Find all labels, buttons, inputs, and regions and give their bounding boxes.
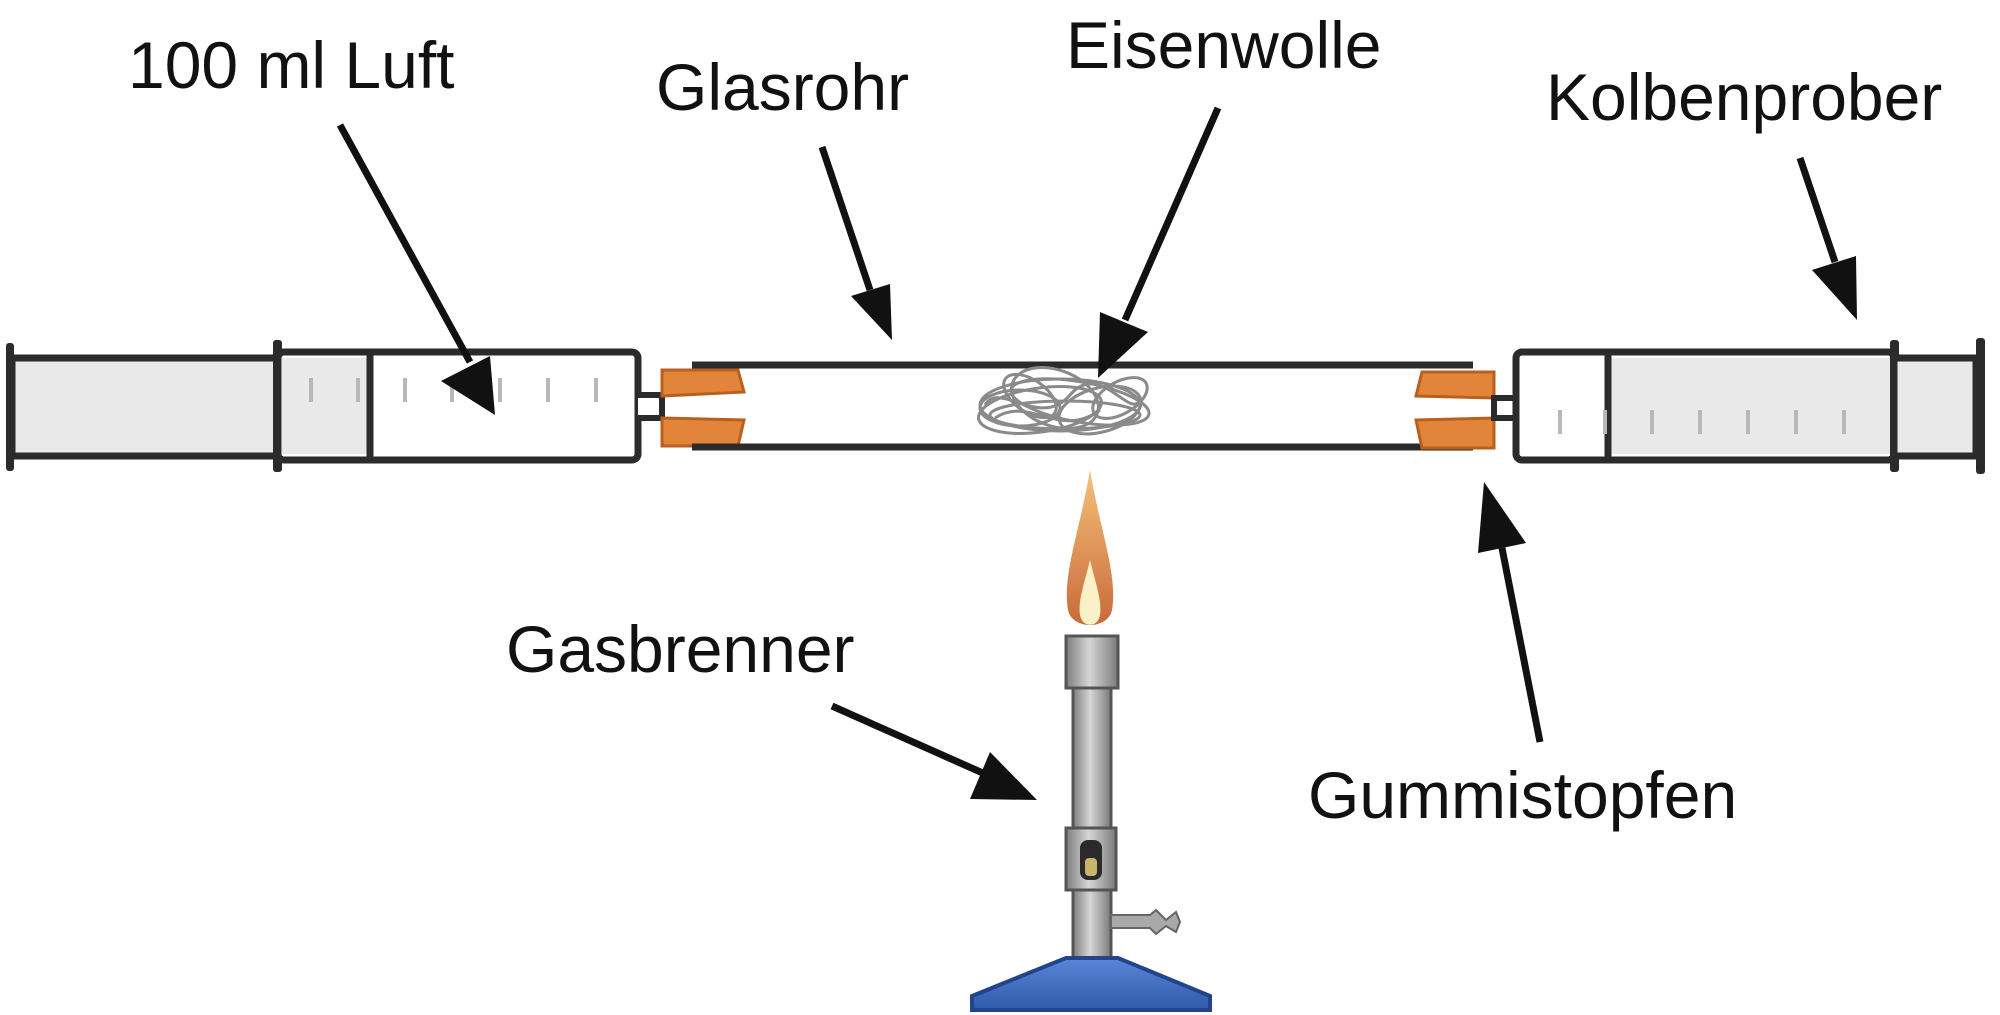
- right-plunger-inside: [1608, 358, 1890, 454]
- label-glass-tube: Glasrohr: [656, 50, 909, 124]
- iron-wool: [977, 366, 1151, 436]
- right-plunger: [1890, 354, 1980, 460]
- right-scale: [1558, 410, 1846, 434]
- gas-burner: [970, 470, 1212, 1012]
- label-iron-wool: Eisenwolle: [1066, 8, 1382, 82]
- left-stopper-bottom: [660, 416, 746, 448]
- right-stopper: [1414, 370, 1496, 450]
- left-stopper: [660, 368, 746, 448]
- arrows: [336, 106, 1857, 800]
- arrow-air: [336, 123, 474, 364]
- right-nozzle: [1491, 395, 1518, 421]
- flame-outer: [1066, 470, 1114, 625]
- label-stopper: Gummistopfen: [1308, 758, 1737, 832]
- arrow-glass-tube: [818, 145, 874, 292]
- glass-tube: [692, 361, 1473, 451]
- arrow-iron-wool: [1121, 106, 1222, 322]
- arrow-stopper: [1498, 547, 1544, 743]
- right-plunger-cap: [1976, 338, 1985, 474]
- left-stopper-top: [660, 368, 746, 398]
- right-stopper-bottom: [1414, 416, 1496, 450]
- labels: 100 ml Luft Glasrohr Eisenwolle Kolbenpr…: [128, 8, 1942, 832]
- burner-collar: [1064, 634, 1120, 690]
- burner-tube: [1071, 686, 1113, 960]
- flame-inner: [1079, 560, 1101, 625]
- arrow-syringe: [1796, 156, 1839, 264]
- right-syringe: [1491, 338, 1985, 474]
- burner-base: [970, 956, 1212, 1012]
- left-nozzle: [638, 392, 665, 421]
- gas-inlet: [1110, 908, 1182, 936]
- right-stopper-top: [1414, 370, 1496, 400]
- label-air: 100 ml Luft: [128, 28, 455, 102]
- left-plunger-inside: [282, 358, 370, 454]
- arrow-burner: [830, 702, 987, 778]
- label-burner: Gasbrenner: [506, 612, 855, 686]
- left-syringe: [6, 340, 665, 472]
- label-syringe: Kolbenprober: [1546, 60, 1942, 134]
